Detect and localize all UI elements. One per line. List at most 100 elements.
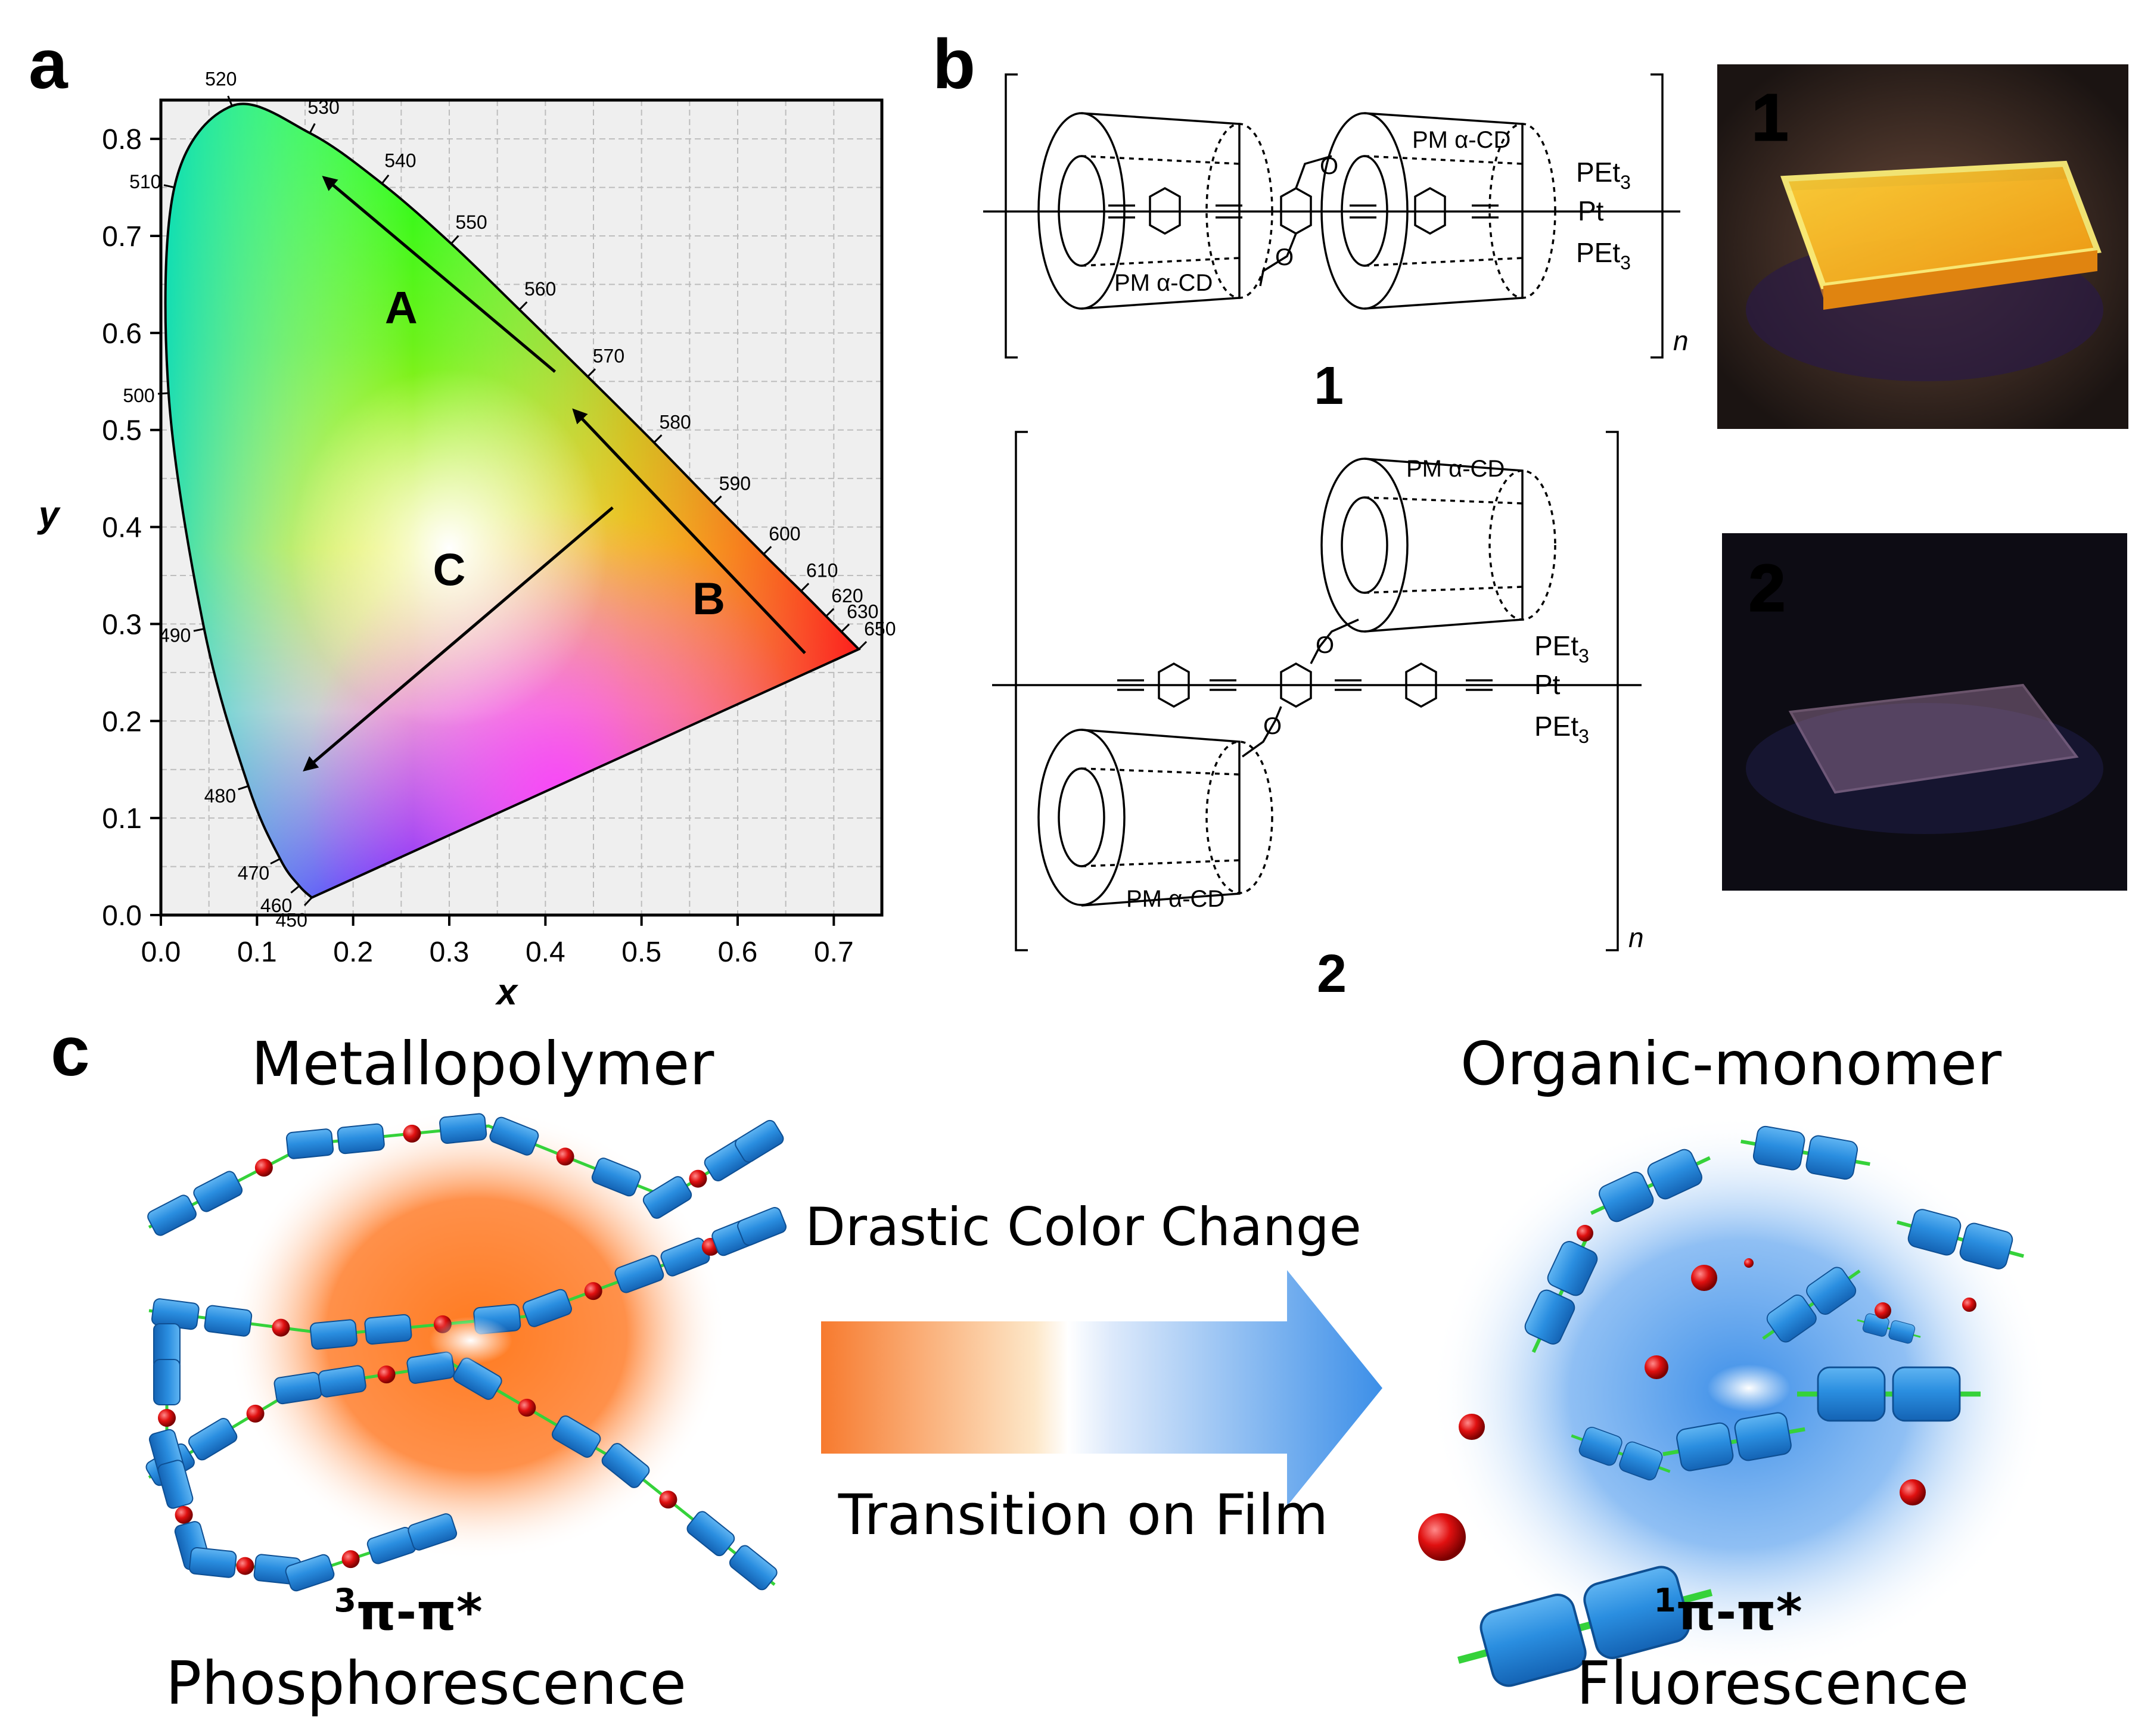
y-tick-label: 0.8: [102, 124, 142, 155]
cyclodextrin-unit: [364, 1314, 412, 1345]
oxygen-2a: O: [1316, 632, 1334, 658]
transition-arrow: [821, 1270, 1382, 1506]
polymer-chain: [148, 1323, 458, 1592]
pet3-label-2a: PEt3: [1534, 630, 1589, 667]
polymer-chain: [145, 1351, 778, 1591]
y-axis-label: y: [37, 494, 61, 536]
platinum-bead: [556, 1147, 574, 1166]
wavelength-label: 590: [719, 472, 751, 494]
cyclodextrin-unit: [729, 1545, 778, 1591]
locus-tick: [309, 123, 316, 134]
monomer: [1797, 1366, 1981, 1422]
arrow-a: [322, 176, 557, 373]
cyclodextrin-unit: [406, 1351, 455, 1384]
free-bead: [1645, 1355, 1668, 1379]
free-bead: [1875, 1302, 1891, 1319]
x-tick-label: 0.0: [141, 937, 181, 968]
panel-label-a: a: [29, 25, 69, 104]
locus-tick: [653, 434, 663, 443]
cyclodextrin-1-left: [1037, 112, 1273, 310]
locus-tick: [858, 641, 868, 650]
wavelength-label: 600: [769, 523, 800, 545]
free-bead: [1459, 1414, 1485, 1440]
locus-tick: [290, 885, 300, 894]
cyclodextrin-unit: [188, 1418, 238, 1461]
arrow-b: [572, 408, 806, 655]
locus-tick: [841, 623, 850, 633]
cyclodextrin-unit: [489, 1116, 539, 1156]
monomer: [1762, 1267, 1861, 1343]
x-tick-label: 0.4: [526, 937, 565, 968]
aromatic-units-1: [1108, 155, 1499, 287]
cyclodextrin-unit: [591, 1158, 641, 1197]
wavelength-label: 580: [659, 412, 691, 433]
cyclodextrin-unit: [285, 1554, 335, 1592]
platinum-bead: [158, 1409, 176, 1427]
cyclodextrin-unit: [408, 1513, 458, 1551]
cyclodextrin-unit: [453, 1357, 502, 1400]
oxygen-2b: O: [1263, 713, 1282, 739]
bracket-left-2: [1015, 431, 1028, 951]
locus-tick: [163, 184, 175, 189]
y-tick-label: 0.0: [102, 900, 142, 932]
sparkle-left: [429, 1317, 512, 1364]
cyclodextrin-unit: [193, 1171, 243, 1212]
pt-label-1: Pt: [1578, 195, 1604, 226]
x-tick-label: 0.5: [621, 937, 661, 968]
locus-tick: [193, 628, 204, 632]
photo-film-2: 2: [1722, 533, 2127, 891]
monomer: [1896, 1209, 2025, 1270]
cyclodextrin-unit: [551, 1415, 601, 1458]
y-tick-label: 0.3: [102, 609, 142, 640]
polymer-chain: [147, 1113, 784, 1236]
organic-monomers: [1418, 1125, 2025, 1687]
right-state: 1π-π*: [1653, 1582, 1802, 1641]
cie-chart: 4504604704804905005105205305405505605705…: [37, 68, 896, 1013]
cyclodextrin-unit: [737, 1207, 787, 1246]
cyclodextrin-unit: [318, 1365, 366, 1398]
right-title: Organic-monomer: [1460, 1029, 2002, 1099]
wavelength-label: 460: [260, 895, 292, 916]
pm-cd-label-1a: PM α-CD: [1412, 127, 1510, 153]
cyclodextrin-unit: [189, 1547, 237, 1578]
bracket-left-1: [1005, 73, 1018, 359]
cyclodextrin-unit: [686, 1511, 735, 1557]
x-tick-label: 0.6: [718, 937, 758, 968]
panel-label-b: b: [933, 25, 975, 104]
monomer: [1857, 1313, 1921, 1344]
x-axis-label: x: [495, 972, 519, 1013]
free-bead: [1577, 1225, 1593, 1242]
wavelength-label: 630: [847, 601, 878, 622]
wavelength-label: 540: [384, 150, 416, 172]
platinum-bead: [236, 1557, 254, 1575]
cyclodextrin-unit: [147, 1194, 197, 1236]
locus-tick: [825, 608, 835, 617]
free-bead: [1962, 1298, 1976, 1312]
compound-label-1: 1: [1314, 356, 1344, 416]
cyclodextrin-unit: [523, 1289, 572, 1327]
cyclodextrin-unit: [614, 1255, 664, 1293]
wavelength-label: 500: [123, 385, 154, 406]
free-bead: [1900, 1479, 1926, 1505]
arrow-c: [303, 506, 614, 771]
cyclodextrin-unit: [157, 1460, 194, 1509]
locus-tick: [587, 368, 596, 378]
cyclodextrin-unit: [642, 1176, 692, 1219]
platinum-bead: [584, 1282, 602, 1301]
repeat-n-2: n: [1628, 922, 1644, 953]
monomer: [1740, 1125, 1870, 1180]
x-tick-label: 0.1: [237, 937, 277, 968]
free-bead: [1691, 1265, 1717, 1291]
cyclodextrin-unit: [735, 1119, 784, 1163]
wavelength-label: 470: [238, 862, 269, 883]
right-emission: Fluorescence: [1577, 1648, 1969, 1718]
locus-tick: [238, 785, 249, 791]
wavelength-label: 520: [205, 68, 237, 89]
arrow-top-text: Drastic Color Change: [805, 1196, 1362, 1258]
monomer: [1571, 1427, 1671, 1480]
spectral-locus: [164, 102, 861, 900]
wavelength-label: 620: [831, 585, 863, 606]
wavelength-label: 480: [204, 785, 236, 807]
oxygen-1b: O: [1275, 244, 1294, 270]
